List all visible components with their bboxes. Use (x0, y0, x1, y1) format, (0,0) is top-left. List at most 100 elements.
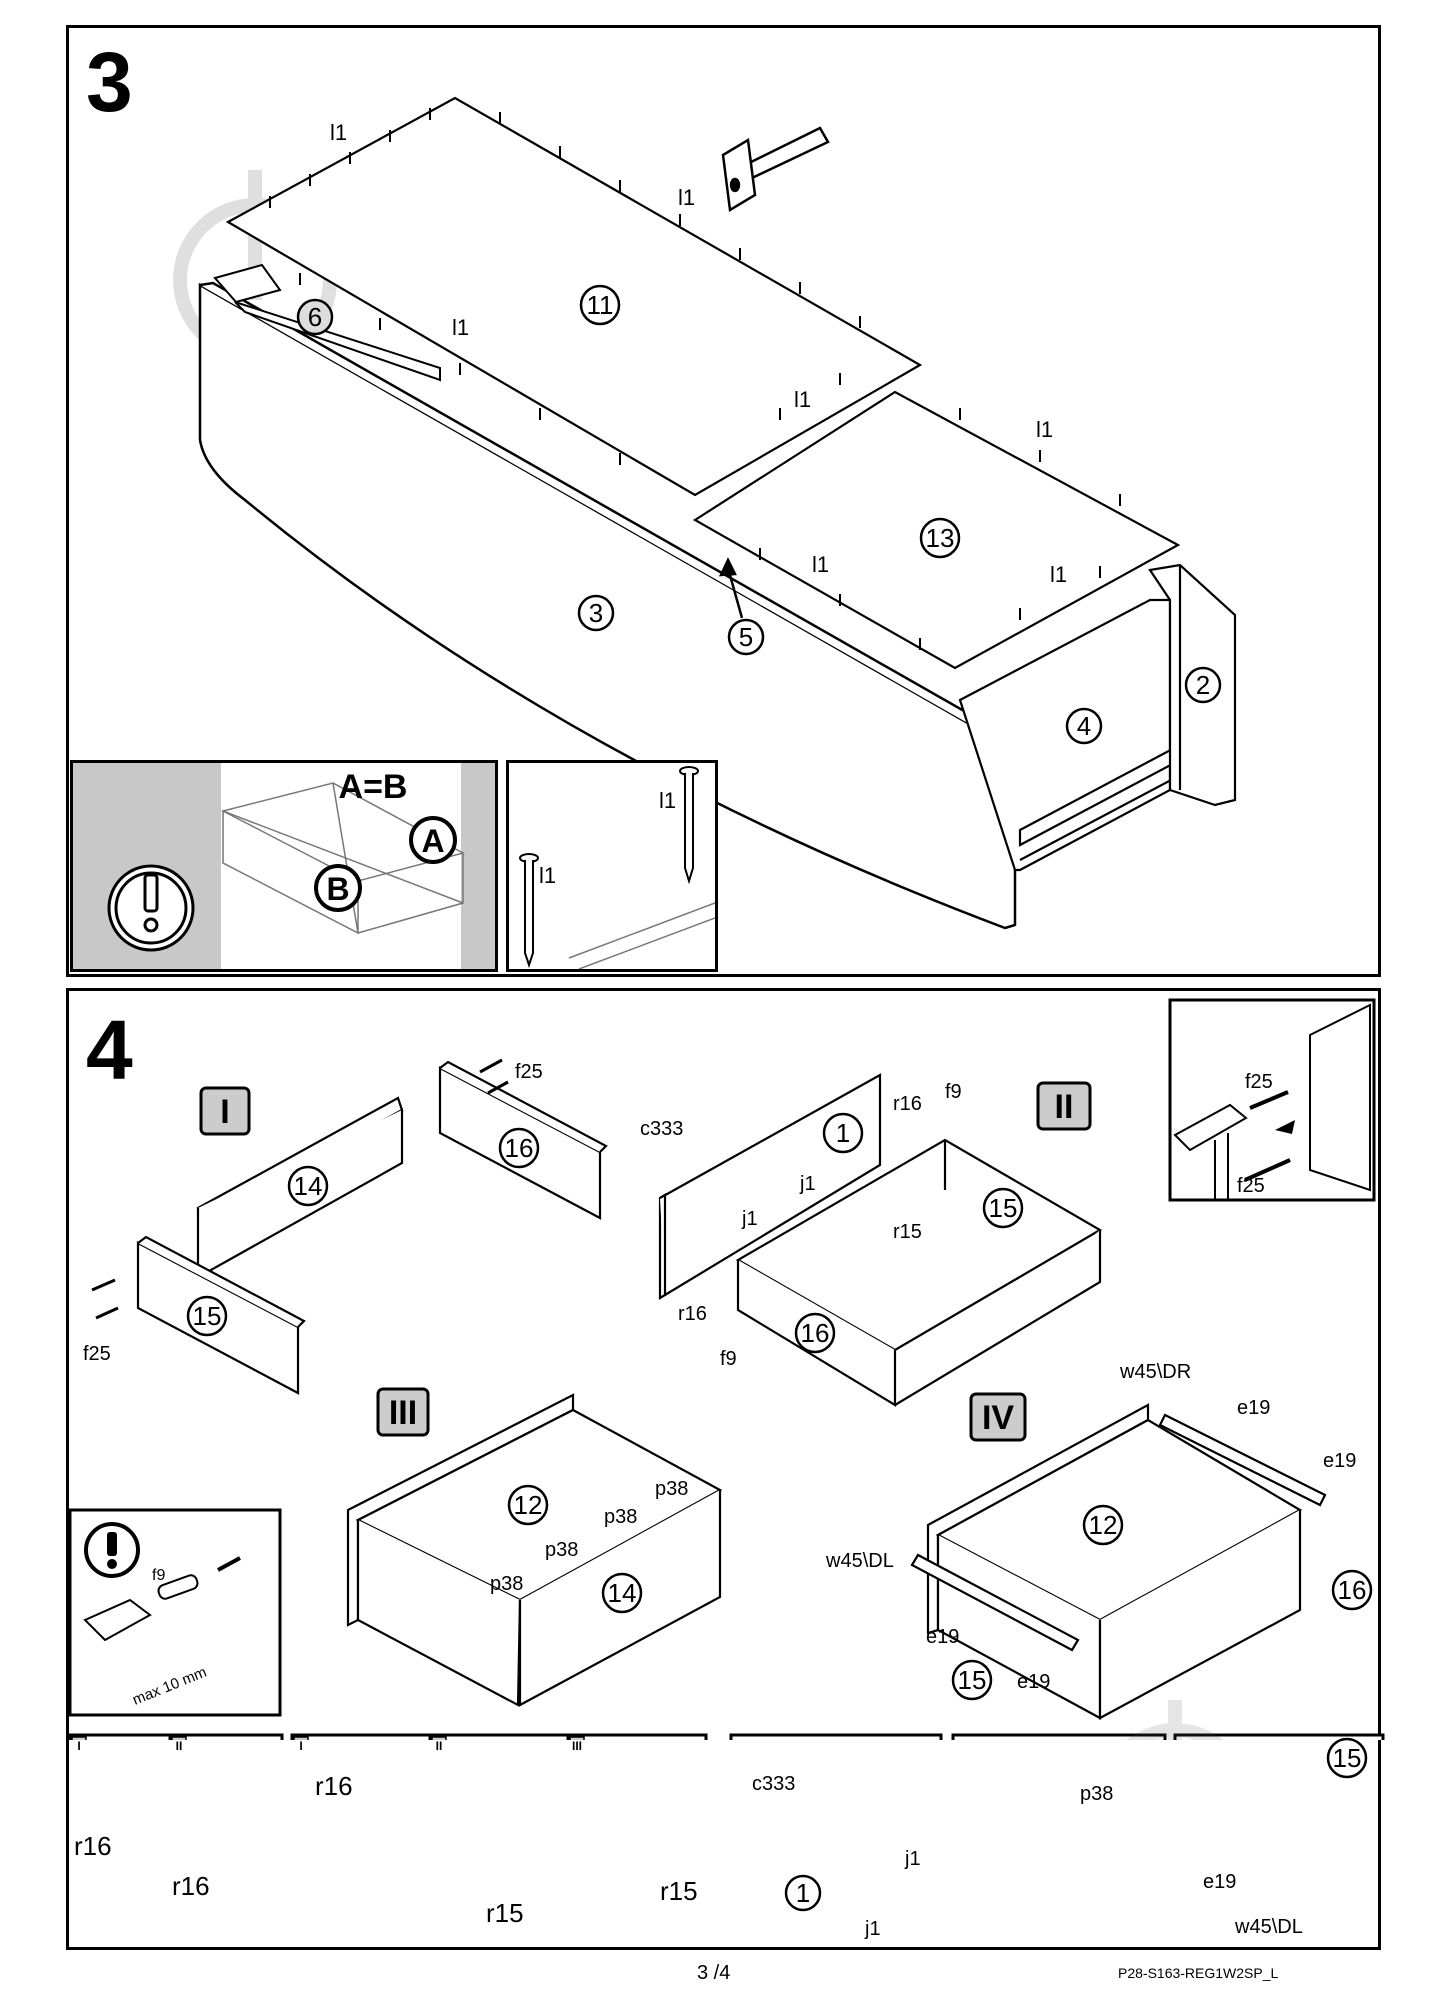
r16-detail-3: r16 (315, 1771, 353, 1801)
r15-label-1: r15 (893, 1221, 922, 1243)
part-13-label: 13 (926, 523, 955, 553)
r15-detail-1: r15 (486, 1898, 524, 1928)
p38-label-4: p38 (490, 1573, 523, 1595)
nail-label-1: l1 (330, 120, 347, 145)
w45dr-label: w45\DR (1119, 1361, 1191, 1383)
r16-label-2: r16 (678, 1303, 707, 1325)
part-15-label-ii: 15 (989, 1193, 1018, 1223)
nail-marks (269, 108, 1121, 650)
panel-11 (225, 96, 923, 497)
part-2-label: 2 (1196, 670, 1210, 700)
frame-diagonal-sketch (220, 782, 466, 935)
part-12-label-iv: 12 (1089, 1510, 1118, 1540)
f25-label-3: f25 (1245, 1071, 1273, 1093)
substep-iii-badge: III (389, 1394, 417, 1432)
j1-label-2: j1 (799, 1173, 816, 1195)
part-14-label-iii: 14 (608, 1578, 637, 1608)
hammer-icon (721, 126, 830, 213)
nail-detail-label-2: l1 (539, 863, 556, 888)
part-12-label-iii: 12 (514, 1490, 543, 1520)
page-number: 3 /4 (697, 1962, 731, 1984)
f9-label-2: f9 (720, 1348, 737, 1370)
p38-detail: p38 (1080, 1783, 1113, 1805)
r15-detail-2: r15 (660, 1876, 698, 1906)
nail-label-4: l1 (794, 387, 811, 412)
p38-label-1: p38 (655, 1478, 688, 1500)
nail-icon (519, 766, 699, 969)
step-4-number: 4 (86, 1003, 133, 1097)
substep-ii-badge: II (1055, 1088, 1074, 1126)
w45dl-label: w45\DL (825, 1550, 894, 1572)
r16-detail-2: r16 (172, 1871, 210, 1901)
part-14-label-i: 14 (294, 1171, 323, 1201)
nail-label-7: l1 (1050, 562, 1067, 587)
part-16-label-iv: 16 (1338, 1575, 1367, 1605)
part-16-label-i: 16 (505, 1133, 534, 1163)
w45dl-detail: w45\DL (1234, 1916, 1303, 1938)
step-3-number: 3 (86, 35, 133, 129)
e19-label-1: e19 (1237, 1397, 1270, 1419)
f25-label-1: f25 (515, 1061, 543, 1083)
screw-icons-f25 (91, 1058, 509, 1320)
panel-6 (213, 263, 441, 382)
f9-label-1: f9 (945, 1081, 962, 1103)
panel-4 (958, 598, 1191, 872)
detail-tab-5: III (572, 1739, 582, 1753)
detail-tab-4: II (436, 1739, 443, 1753)
part-5-label: 5 (739, 622, 753, 652)
f9-attention-box (68, 1508, 282, 1717)
j1-detail-2: j1 (864, 1918, 881, 1940)
detail-tab-1: I (77, 1739, 80, 1753)
nail-label-3: l1 (452, 315, 469, 340)
detail-tab-3: I (299, 1739, 302, 1753)
arrow-to-part-5 (718, 557, 744, 619)
nail-detail-label-1: l1 (659, 788, 676, 813)
c333-label: c333 (640, 1118, 683, 1140)
step-4-frame (66, 988, 1381, 1950)
part-11-label: 11 (587, 290, 614, 320)
watermark-logo-2 (1126, 1700, 1224, 1740)
part-1-label-ii: 1 (836, 1118, 850, 1148)
part-1-label-detail: 1 (796, 1878, 810, 1908)
j1-label-1: j1 (741, 1208, 758, 1230)
part-4-label: 4 (1077, 711, 1091, 741)
r16-label-1: r16 (893, 1093, 922, 1115)
e19-label-4: e19 (1017, 1671, 1050, 1693)
nail-label-6: l1 (812, 552, 829, 577)
part-6-label: 6 (308, 302, 322, 332)
detail-tab-markers (71, 1736, 585, 1740)
e19-detail: e19 (1203, 1871, 1236, 1893)
part-3-label: 3 (589, 598, 603, 628)
step-3-frame (66, 25, 1381, 977)
detail-b-label: B (326, 871, 349, 907)
substep-iv-badge: IV (982, 1399, 1014, 1437)
e19-label-3: e19 (926, 1626, 959, 1648)
nail-label-5: l1 (1036, 417, 1053, 442)
f9-label-3: f9 (152, 1567, 165, 1584)
r16-detail-1: r16 (74, 1831, 112, 1861)
f25-detail-box (1168, 998, 1376, 1202)
f25-label-4: f25 (1237, 1175, 1265, 1197)
p38-label-2: p38 (604, 1506, 637, 1528)
bottom-detail-strip (68, 1733, 1385, 1740)
nail-label-2: l1 (678, 185, 695, 210)
detail-nails-box: l1 l1 (506, 760, 718, 972)
part-15-label-detail: 15 (1333, 1743, 1362, 1773)
e19-label-2: e19 (1323, 1450, 1356, 1472)
warning-icon (107, 864, 195, 952)
c333-detail: c333 (752, 1773, 795, 1795)
substep-i-badge: I (220, 1093, 229, 1131)
j1-detail-1: j1 (904, 1848, 921, 1870)
part-15-label-i: 15 (193, 1301, 222, 1331)
f25-label-2: f25 (83, 1343, 111, 1365)
detail-square-check-box: A=B A B (70, 760, 498, 972)
p38-label-3: p38 (545, 1539, 578, 1561)
part-16-label-ii: 16 (801, 1318, 830, 1348)
part-15-label-iv: 15 (958, 1665, 987, 1695)
step-4-drawing: I II III IV (68, 998, 1385, 1740)
a-equals-b-label: A=B (339, 768, 408, 806)
document-code: P28-S163-REG1W2SP_L (1118, 1965, 1279, 1981)
detail-tab-2: II (176, 1739, 183, 1753)
max-10mm-note: max 10 mm (130, 1664, 209, 1709)
detail-a-label: A (421, 823, 444, 859)
